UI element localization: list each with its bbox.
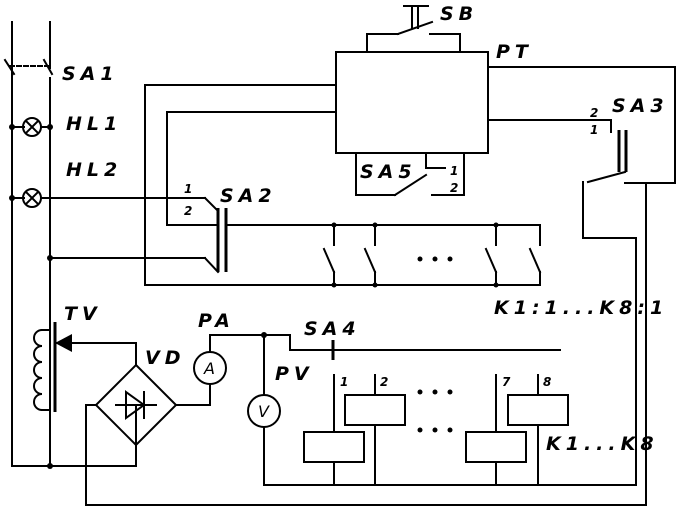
sa5-switch xyxy=(355,152,465,197)
label-sa5: SA5 xyxy=(360,161,417,183)
coil-number-7: 7 xyxy=(502,375,511,389)
ammeter-symbol: A xyxy=(203,359,215,378)
label-sa3: SA3 xyxy=(612,95,669,117)
label-pa: PA xyxy=(198,310,235,332)
label-sa1: SA1 xyxy=(62,63,119,85)
sa5-pos-1: 1 xyxy=(450,164,458,178)
label-vd: VD xyxy=(145,347,185,369)
relay-contacts xyxy=(322,222,542,288)
sa3-pos-2: 2 xyxy=(590,106,598,120)
labels: SA1 HL1 HL2 TV VD PA PV SA2 SA3 SA4 SA5 … xyxy=(62,3,669,455)
sa2-switch xyxy=(49,196,541,274)
vd-bridge xyxy=(85,342,647,506)
left-power-rails xyxy=(11,21,137,467)
label-k-contacts: K1:1...K8:1 xyxy=(494,297,668,319)
label-pv: PV xyxy=(275,363,314,385)
label-k-coils: K1...K8 xyxy=(546,433,659,455)
sb-pushbutton xyxy=(366,5,461,53)
sa2-pos-1: 1 xyxy=(184,182,192,196)
sa4-switch xyxy=(289,334,561,360)
relay-coils xyxy=(303,374,569,486)
sa5-pos-2: 2 xyxy=(450,181,458,195)
coil-number-2: 2 xyxy=(380,375,388,389)
coil-number-1: 1 xyxy=(340,375,348,389)
pv-voltmeter xyxy=(247,334,637,486)
label-sb: SB xyxy=(440,3,478,25)
sa3-pos-1: 1 xyxy=(590,123,598,137)
tv-transformer xyxy=(33,322,137,412)
label-hl1: HL1 xyxy=(66,113,122,135)
hl2-lamp xyxy=(9,188,206,469)
label-tv: TV xyxy=(64,303,102,325)
sa2-pos-2: 2 xyxy=(184,204,192,218)
label-hl2: HL2 xyxy=(66,159,122,181)
hl1-lamp xyxy=(9,117,53,137)
pt-device xyxy=(144,51,676,286)
coil-number-8: 8 xyxy=(543,375,551,389)
voltmeter-symbol: V xyxy=(258,402,270,421)
pa-ammeter xyxy=(193,332,291,385)
sa3-switch xyxy=(582,130,647,506)
label-sa4: SA4 xyxy=(304,318,361,340)
label-sa2: SA2 xyxy=(220,185,277,207)
label-pt: PT xyxy=(496,41,533,63)
sa1-switch xyxy=(3,58,54,76)
